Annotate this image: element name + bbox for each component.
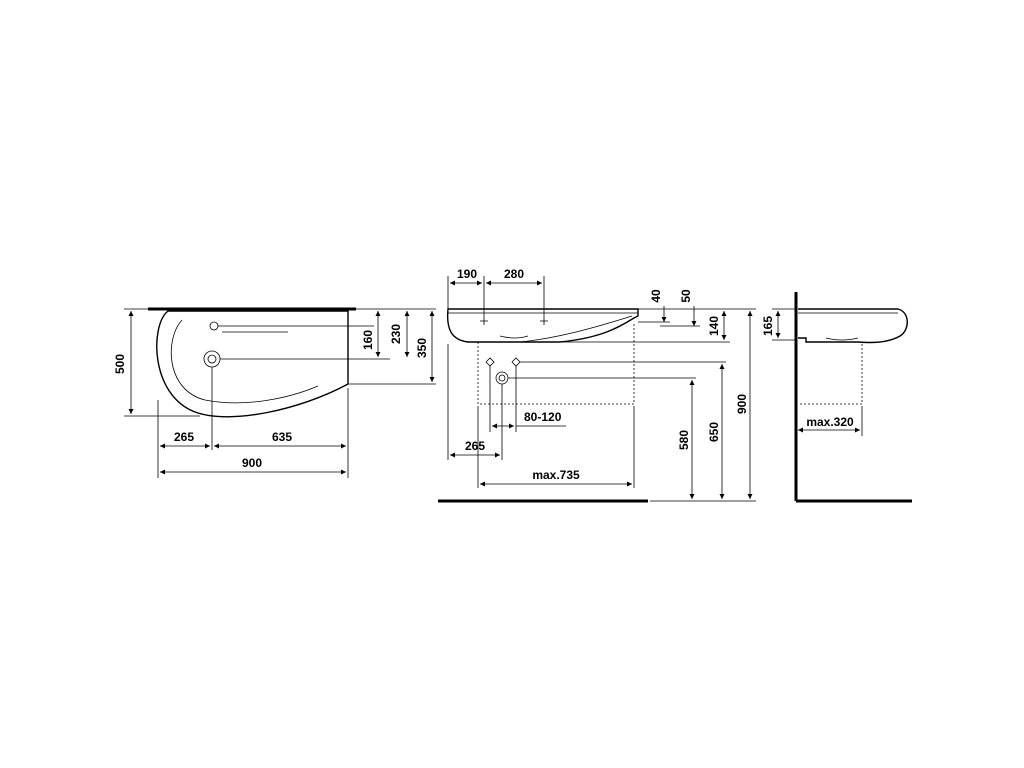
plan-tap-hole [209,321,219,331]
plan-bowl-outline [170,319,319,404]
dim-350-label: 350 [415,338,429,358]
front-pedestal-dashed [477,322,635,405]
front-waste-outer [495,371,509,385]
dim-50-label: 50 [679,289,693,303]
plan-outlet-inner [207,354,217,364]
dim-320-label: max.320 [806,415,854,429]
side-bowl-lip [825,337,859,341]
front-basin-outline [446,308,639,343]
front-tap-right [540,317,548,325]
dim-580-label: 580 [677,430,691,450]
side-pedestal-dashed [800,342,863,405]
dim-160-label: 160 [361,330,375,350]
dim-40-label: 40 [649,289,663,303]
front-tap-left [480,317,488,325]
front-valve-left [485,357,495,367]
dim-165-label: 165 [761,316,775,336]
dim-front-900-label: 900 [735,394,749,414]
front-view: 190 280 40 50 140 80-120 265 max.735 580 [438,267,756,503]
plan-basin-outline [156,310,349,418]
dim-140-label: 140 [707,316,721,336]
dim-635-label: 635 [272,430,292,444]
dim-735-label: max.735 [532,468,580,482]
dim-500-label: 500 [113,354,127,374]
dim-80-120-label: 80-120 [524,410,562,424]
front-valve-right [511,357,521,367]
dim-650-label: 650 [707,422,721,442]
side-basin-outline [798,308,908,344]
dim-280-label: 280 [504,267,524,281]
plan-view: 500 160 230 350 265 635 900 [113,307,436,478]
front-bowl-curve [519,315,633,343]
dim-230-label: 230 [389,324,403,344]
dim-900-label: 900 [242,456,262,470]
dim-190-label: 190 [457,267,477,281]
plan-outlet-outer [203,350,221,368]
side-view: 165 max.320 [761,292,912,503]
dim-front-265-label: 265 [465,439,485,453]
front-waste-inner [498,374,506,382]
front-bowl-lip [499,335,529,339]
dim-265-label: 265 [174,430,194,444]
